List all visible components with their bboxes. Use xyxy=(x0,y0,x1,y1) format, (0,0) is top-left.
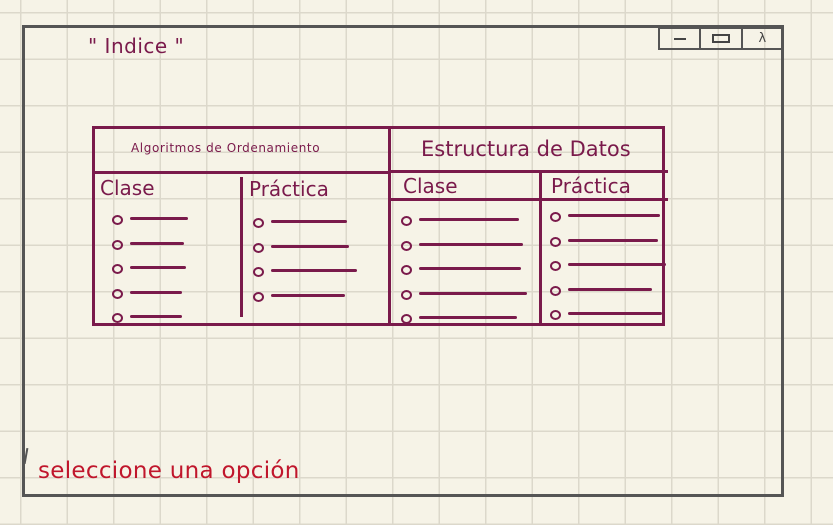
close-button[interactable]: λ xyxy=(743,29,782,48)
page-title: " Indice " xyxy=(88,34,185,58)
bullet-icon xyxy=(550,261,561,271)
tab-sorting-practice[interactable]: Práctica xyxy=(249,177,329,201)
bullet-icon xyxy=(253,267,264,277)
right-column-divider xyxy=(539,172,542,324)
close-icon: λ xyxy=(758,31,767,46)
option-line xyxy=(419,316,517,319)
selection-prompt: seleccione una opción xyxy=(38,458,300,484)
bullet-icon xyxy=(253,291,264,302)
section-divider xyxy=(388,129,391,323)
maximize-button[interactable] xyxy=(701,29,743,48)
tab-sorting-class[interactable]: Clase xyxy=(100,176,155,200)
option-line xyxy=(419,242,523,246)
bullet-icon xyxy=(112,288,123,299)
option-line xyxy=(271,220,347,223)
option-line xyxy=(130,241,184,245)
bullet-icon xyxy=(401,265,412,275)
tab-data-structures-practice[interactable]: Práctica xyxy=(551,174,631,198)
option-line xyxy=(130,315,182,318)
bullet-icon xyxy=(253,218,264,228)
bullet-icon xyxy=(550,212,561,222)
bullet-icon xyxy=(401,216,412,226)
option-line xyxy=(130,217,188,220)
section-title-data-structures: Estructura de Datos xyxy=(421,137,631,161)
bullet-icon xyxy=(550,285,561,296)
left-header-rule xyxy=(95,171,388,174)
tab-data-structures-class[interactable]: Clase xyxy=(403,174,458,198)
option-line xyxy=(568,312,662,315)
bullet-icon xyxy=(401,240,412,251)
index-table: Algoritmos de Ordenamiento Estructura de… xyxy=(92,126,668,326)
window-controls: λ xyxy=(658,27,784,50)
option-line xyxy=(130,290,182,294)
option-line xyxy=(568,287,652,291)
section-title-sorting-algorithms: Algoritmos de Ordenamiento xyxy=(131,141,321,155)
option-line xyxy=(419,218,519,221)
bullet-icon xyxy=(112,215,123,225)
option-line xyxy=(271,269,357,272)
bullet-icon xyxy=(253,242,264,253)
option-line xyxy=(568,214,660,217)
right-header-rule xyxy=(388,170,668,173)
option-line xyxy=(130,266,186,269)
bullet-icon xyxy=(550,310,561,320)
left-column-divider xyxy=(240,177,243,317)
bullet-icon xyxy=(112,239,123,250)
right-subheader-rule xyxy=(388,198,668,201)
bullet-icon xyxy=(112,264,123,274)
minimize-icon xyxy=(673,37,686,40)
app-window xyxy=(22,25,784,497)
option-line xyxy=(419,267,521,270)
bullet-icon xyxy=(401,314,412,324)
option-line xyxy=(568,263,666,266)
option-line xyxy=(271,293,345,297)
bullet-icon xyxy=(550,236,561,247)
maximize-icon xyxy=(711,34,730,43)
minimize-button[interactable] xyxy=(660,29,702,48)
option-line xyxy=(568,238,658,242)
option-line xyxy=(419,291,527,295)
bullet-icon xyxy=(112,313,123,323)
bullet-icon xyxy=(401,289,412,300)
option-line xyxy=(271,244,349,248)
